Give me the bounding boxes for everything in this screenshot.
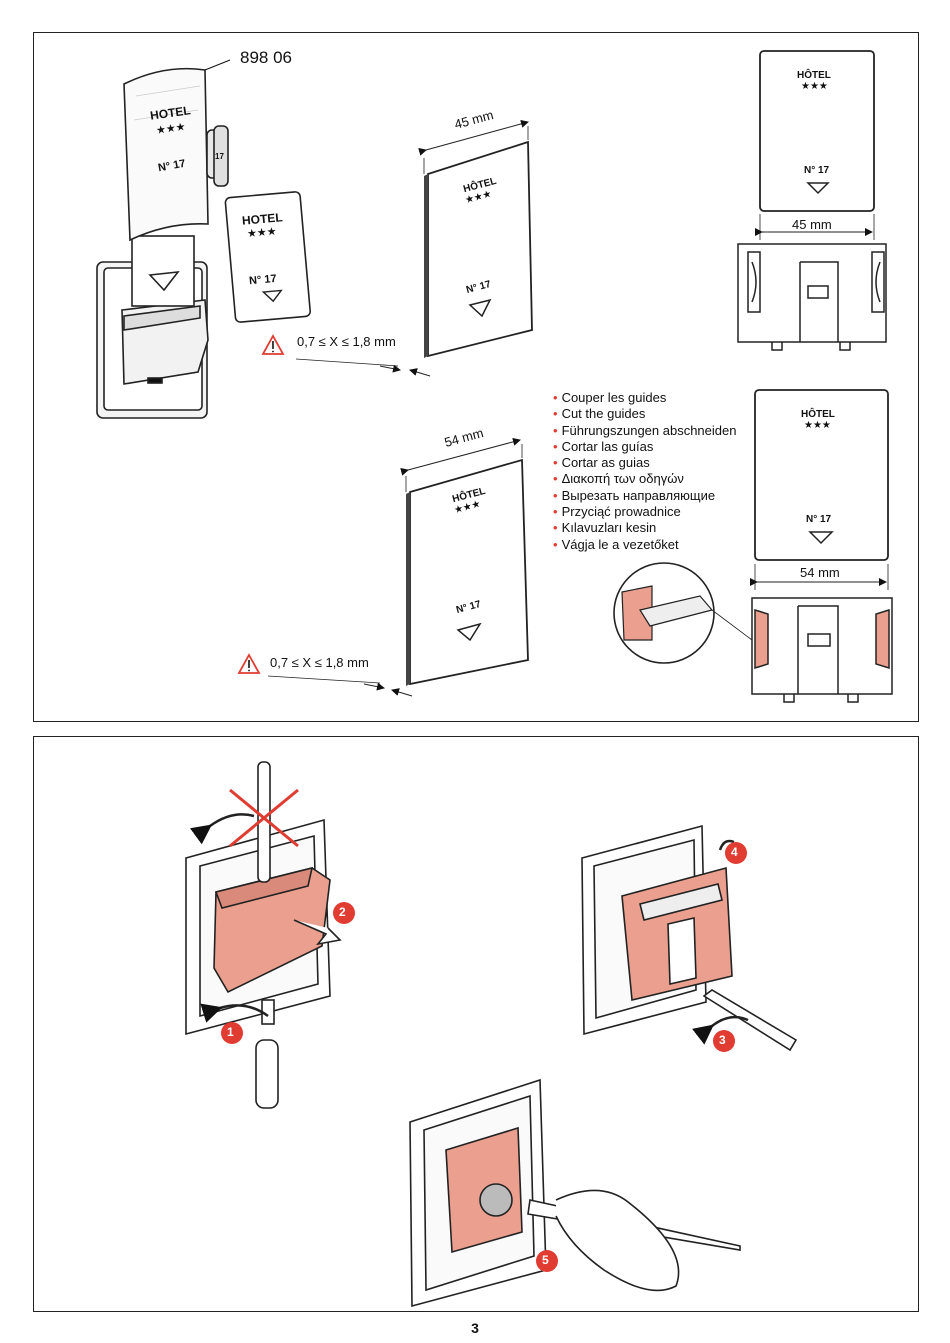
card-45mm	[418, 119, 533, 358]
dimension-45mm: 45 mm	[792, 217, 832, 232]
card-holder-illustration	[96, 59, 231, 419]
card-54mm-front	[750, 389, 889, 590]
card-stars: ★★★	[804, 420, 831, 431]
tolerance-label: 0,7 ≤ X ≤ 1,8 mm	[270, 655, 369, 670]
instruction-ru: Вырезать направляющие	[553, 488, 736, 504]
instruction-de: Führungszungen abschneiden	[553, 423, 737, 439]
card-45mm-front	[755, 50, 875, 240]
product-reference: 898 06	[240, 48, 292, 67]
key-tag-number: 17	[215, 152, 224, 161]
card-hotel-label: HÔTEL	[797, 70, 831, 81]
card-holder-45mm	[737, 243, 887, 351]
step-2-badge: 2	[339, 905, 346, 919]
instruction-hu: Vágja le a vezetőket	[553, 537, 736, 553]
frame-release-illustration	[581, 824, 798, 1052]
instruction-es: Cortar las guías	[553, 439, 736, 455]
zoom-detail	[613, 562, 753, 664]
instruction-el: Διακοπή των οδηγών	[553, 471, 736, 487]
card-hotel-label: HÔTEL	[801, 409, 835, 420]
card-number-label: N° 17	[806, 514, 832, 525]
cleaning-illustration	[409, 1078, 741, 1308]
page-number: 3	[471, 1320, 479, 1336]
instruction-en: Cut the guides	[553, 406, 736, 422]
removal-illustration	[185, 761, 342, 1109]
step-5-badge: 5	[542, 1253, 549, 1267]
cut-guides-instructions: Couper les guides Cut the guides Führung…	[553, 390, 737, 553]
card-number-label: N° 17	[248, 272, 278, 288]
instruction-pt: Cortar as guias	[553, 455, 736, 471]
card-54mm	[400, 437, 529, 686]
instruction-fr: Couper les guides	[553, 390, 736, 406]
instruction-pl: Przyciąć prowadnice	[553, 504, 736, 520]
card-number-label: N° 17	[804, 165, 830, 176]
dimension-54mm: 54 mm	[800, 565, 840, 580]
step-1-badge: 1	[227, 1025, 234, 1039]
step-3-badge: 3	[719, 1033, 726, 1047]
card-stars: ★★★	[801, 81, 828, 92]
card-holder-54mm	[751, 597, 893, 703]
step-4-badge: 4	[731, 845, 738, 859]
instruction-tr: Kılavuzları kesin	[553, 520, 736, 536]
bottom-panel	[33, 736, 919, 1312]
tolerance-label: 0,7 ≤ X ≤ 1,8 mm	[297, 334, 396, 349]
hotel-card-small	[224, 191, 311, 323]
warning-icon	[261, 334, 285, 355]
step-badges	[221, 842, 747, 1272]
card-stars: ★★★	[246, 225, 278, 241]
warning-icon	[237, 653, 261, 674]
